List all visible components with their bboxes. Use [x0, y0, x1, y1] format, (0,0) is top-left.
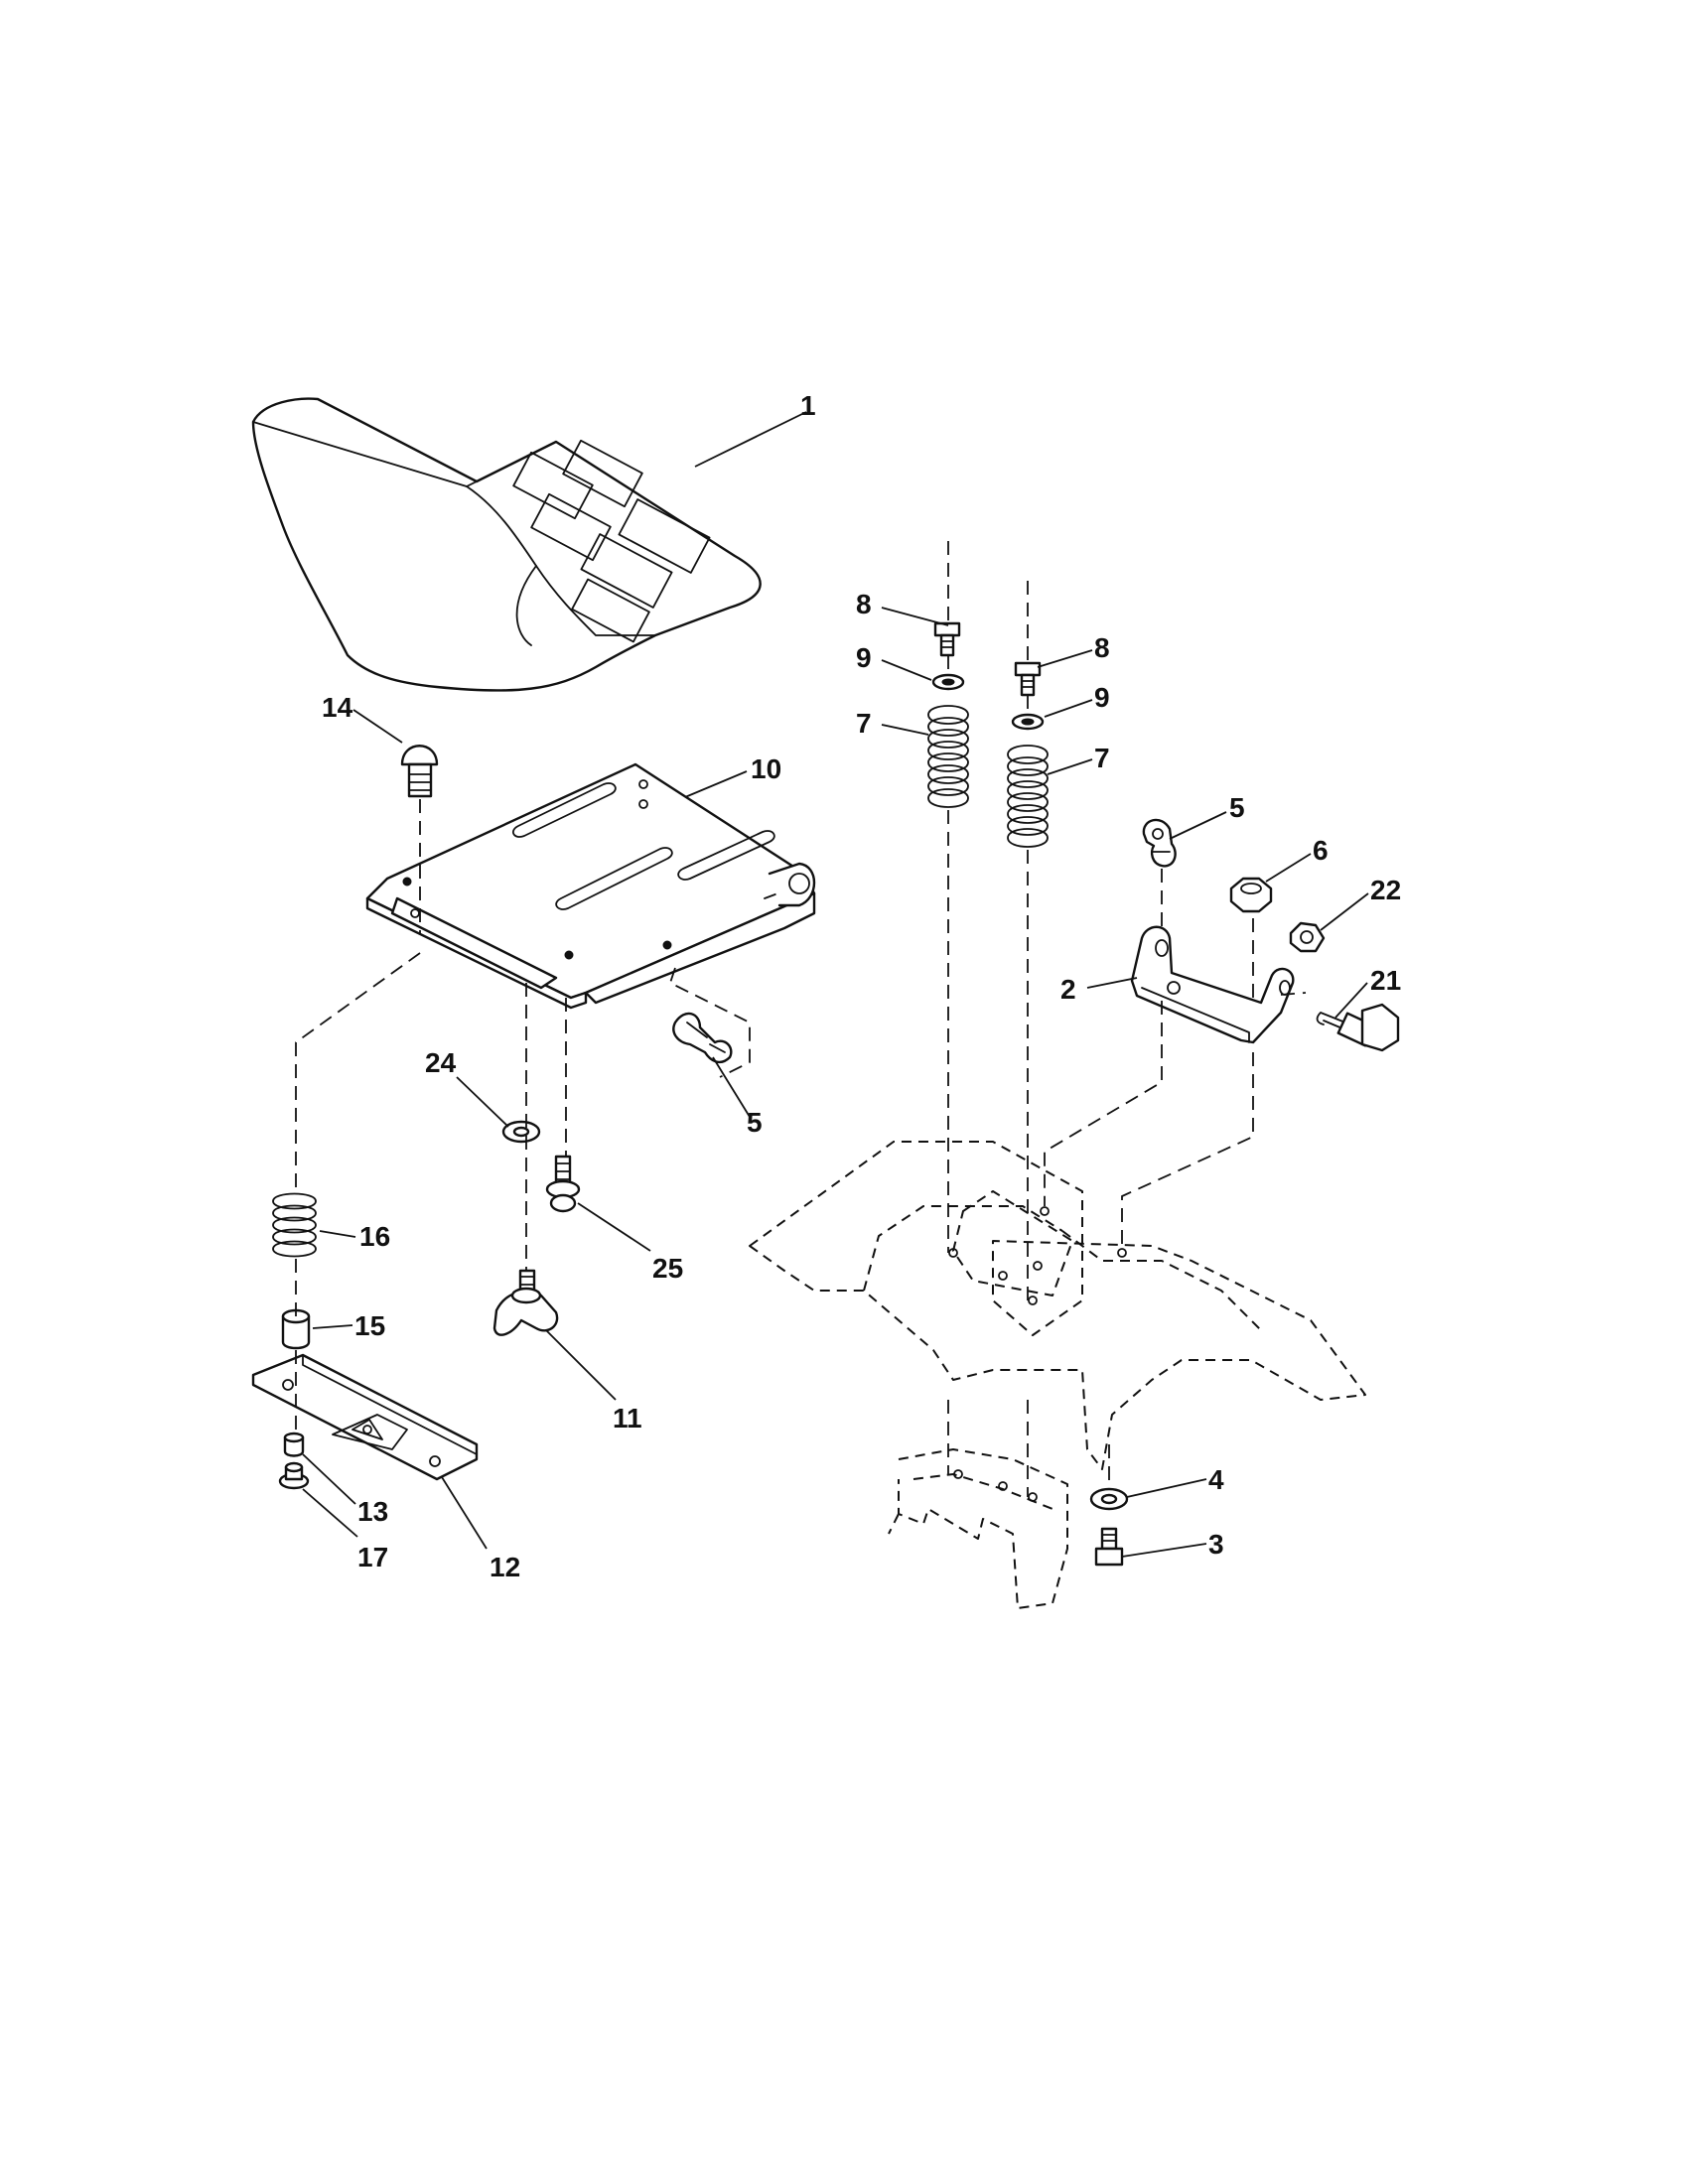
leader-lines	[302, 411, 1369, 1558]
seat-slide-bracket	[251, 1353, 479, 1481]
hex-nut-22	[1289, 921, 1326, 953]
wire-clip-left	[672, 1012, 733, 1064]
callout-5-left: 5	[747, 1107, 763, 1138]
callout-14: 14	[322, 692, 353, 723]
callout-8-right: 8	[1094, 632, 1110, 663]
fender-phantom-outline	[749, 1141, 1366, 1609]
callout-1: 1	[800, 390, 816, 421]
carriage-bolt	[400, 745, 439, 798]
callouts: 1 2 3 4 5 5 6 7 7 8 8 9 9 10 11 12 13 14…	[322, 390, 1401, 1582]
seat-adjust-knob	[492, 1269, 559, 1336]
flange-nut-17	[278, 1461, 310, 1490]
callout-21: 21	[1370, 965, 1401, 996]
shoulder-bolt-25	[545, 1155, 581, 1213]
seat	[251, 397, 762, 692]
lock-washer-9-right	[1011, 713, 1045, 731]
callout-17: 17	[357, 1542, 388, 1572]
callout-22: 22	[1370, 875, 1401, 905]
seat-spring-7-left	[927, 705, 969, 808]
lock-washer-9-left	[931, 673, 965, 691]
seat-pan	[365, 762, 816, 1010]
seat-bracket	[1130, 925, 1295, 1044]
callout-15: 15	[354, 1310, 385, 1341]
callout-3: 3	[1208, 1529, 1224, 1560]
compression-spring-16	[272, 1192, 317, 1258]
callout-9-left: 9	[856, 642, 872, 673]
callout-25: 25	[652, 1253, 683, 1284]
assembly-centerlines	[295, 541, 1307, 1497]
callout-7-right: 7	[1094, 743, 1110, 773]
callout-9-right: 9	[1094, 682, 1110, 713]
wire-clip-right	[1142, 818, 1177, 868]
callout-6: 6	[1313, 835, 1329, 866]
callout-7-left: 7	[856, 708, 872, 739]
flat-washer-4	[1089, 1487, 1129, 1511]
hex-bolt-3	[1094, 1527, 1124, 1567]
callout-16: 16	[359, 1221, 390, 1252]
hex-bolt-8-right	[1014, 661, 1042, 697]
callout-13: 13	[357, 1496, 388, 1527]
callout-4: 4	[1208, 1464, 1224, 1495]
shoulder-bolt-21	[1316, 1003, 1400, 1052]
lock-nut-6	[1229, 877, 1273, 913]
callout-5-right: 5	[1229, 792, 1245, 823]
callout-8-left: 8	[856, 589, 872, 619]
callout-2: 2	[1060, 974, 1076, 1005]
seat-spring-7-right	[1007, 745, 1049, 848]
nut-13	[283, 1432, 305, 1457]
flat-washer-24	[501, 1120, 541, 1144]
callout-12: 12	[490, 1552, 520, 1582]
callout-10: 10	[751, 753, 781, 784]
callout-24: 24	[425, 1047, 457, 1078]
callout-11: 11	[613, 1403, 642, 1433]
hex-bolt-8-left	[933, 621, 961, 657]
